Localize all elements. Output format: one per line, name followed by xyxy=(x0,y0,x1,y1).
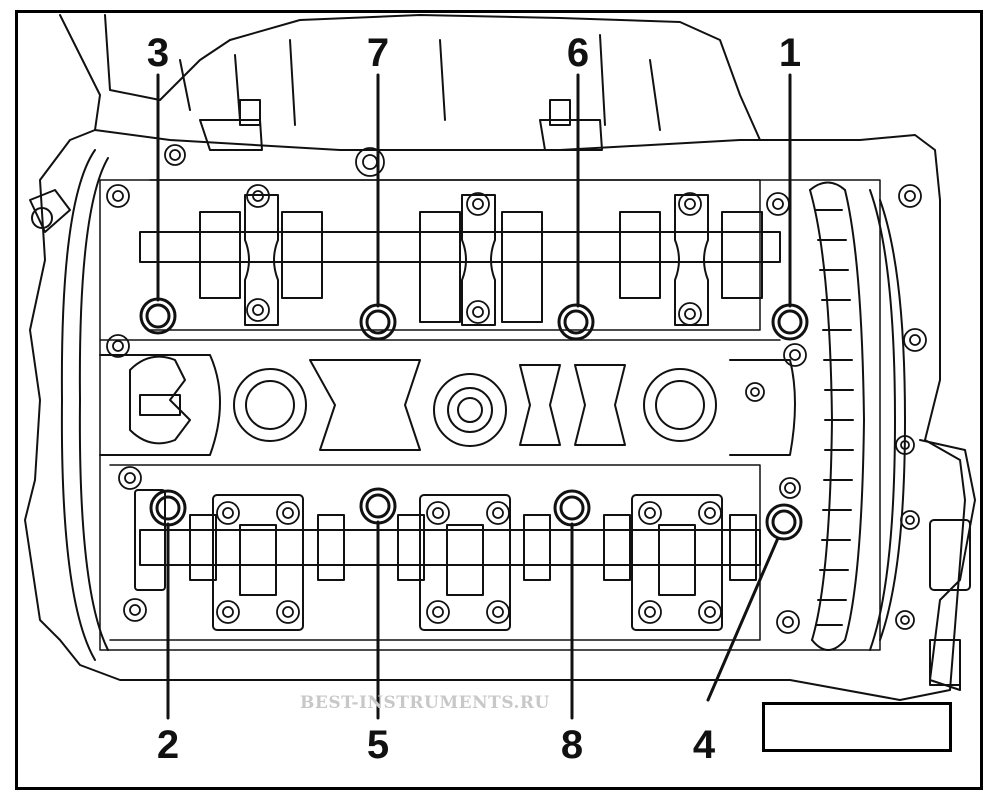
callout-4: 4 xyxy=(693,723,716,767)
exhaust-bearing-caps xyxy=(244,194,709,326)
leader-lines xyxy=(156,73,792,720)
intake-bearing-caps xyxy=(134,489,723,631)
intake-camshaft xyxy=(109,464,761,641)
spark-plug-wells xyxy=(99,354,796,456)
camshaft-sensor xyxy=(919,439,976,691)
callout-5: 5 xyxy=(367,723,389,767)
callout-8: 8 xyxy=(561,723,583,767)
callout-3: 3 xyxy=(147,31,169,75)
belt-guide-left xyxy=(29,149,109,661)
bolt-heads xyxy=(106,144,927,634)
callout-2: 2 xyxy=(157,723,179,767)
timing-chain xyxy=(809,181,906,651)
watermark-text: BEST-INSTRUMENTS.RU xyxy=(300,693,550,713)
exhaust-camshaft xyxy=(99,179,781,341)
reference-code-box xyxy=(762,702,952,752)
intake-manifold-outline xyxy=(59,14,761,151)
callout-1: 1 xyxy=(779,31,801,75)
callout-7: 7 xyxy=(367,31,389,75)
callout-6: 6 xyxy=(567,31,589,75)
